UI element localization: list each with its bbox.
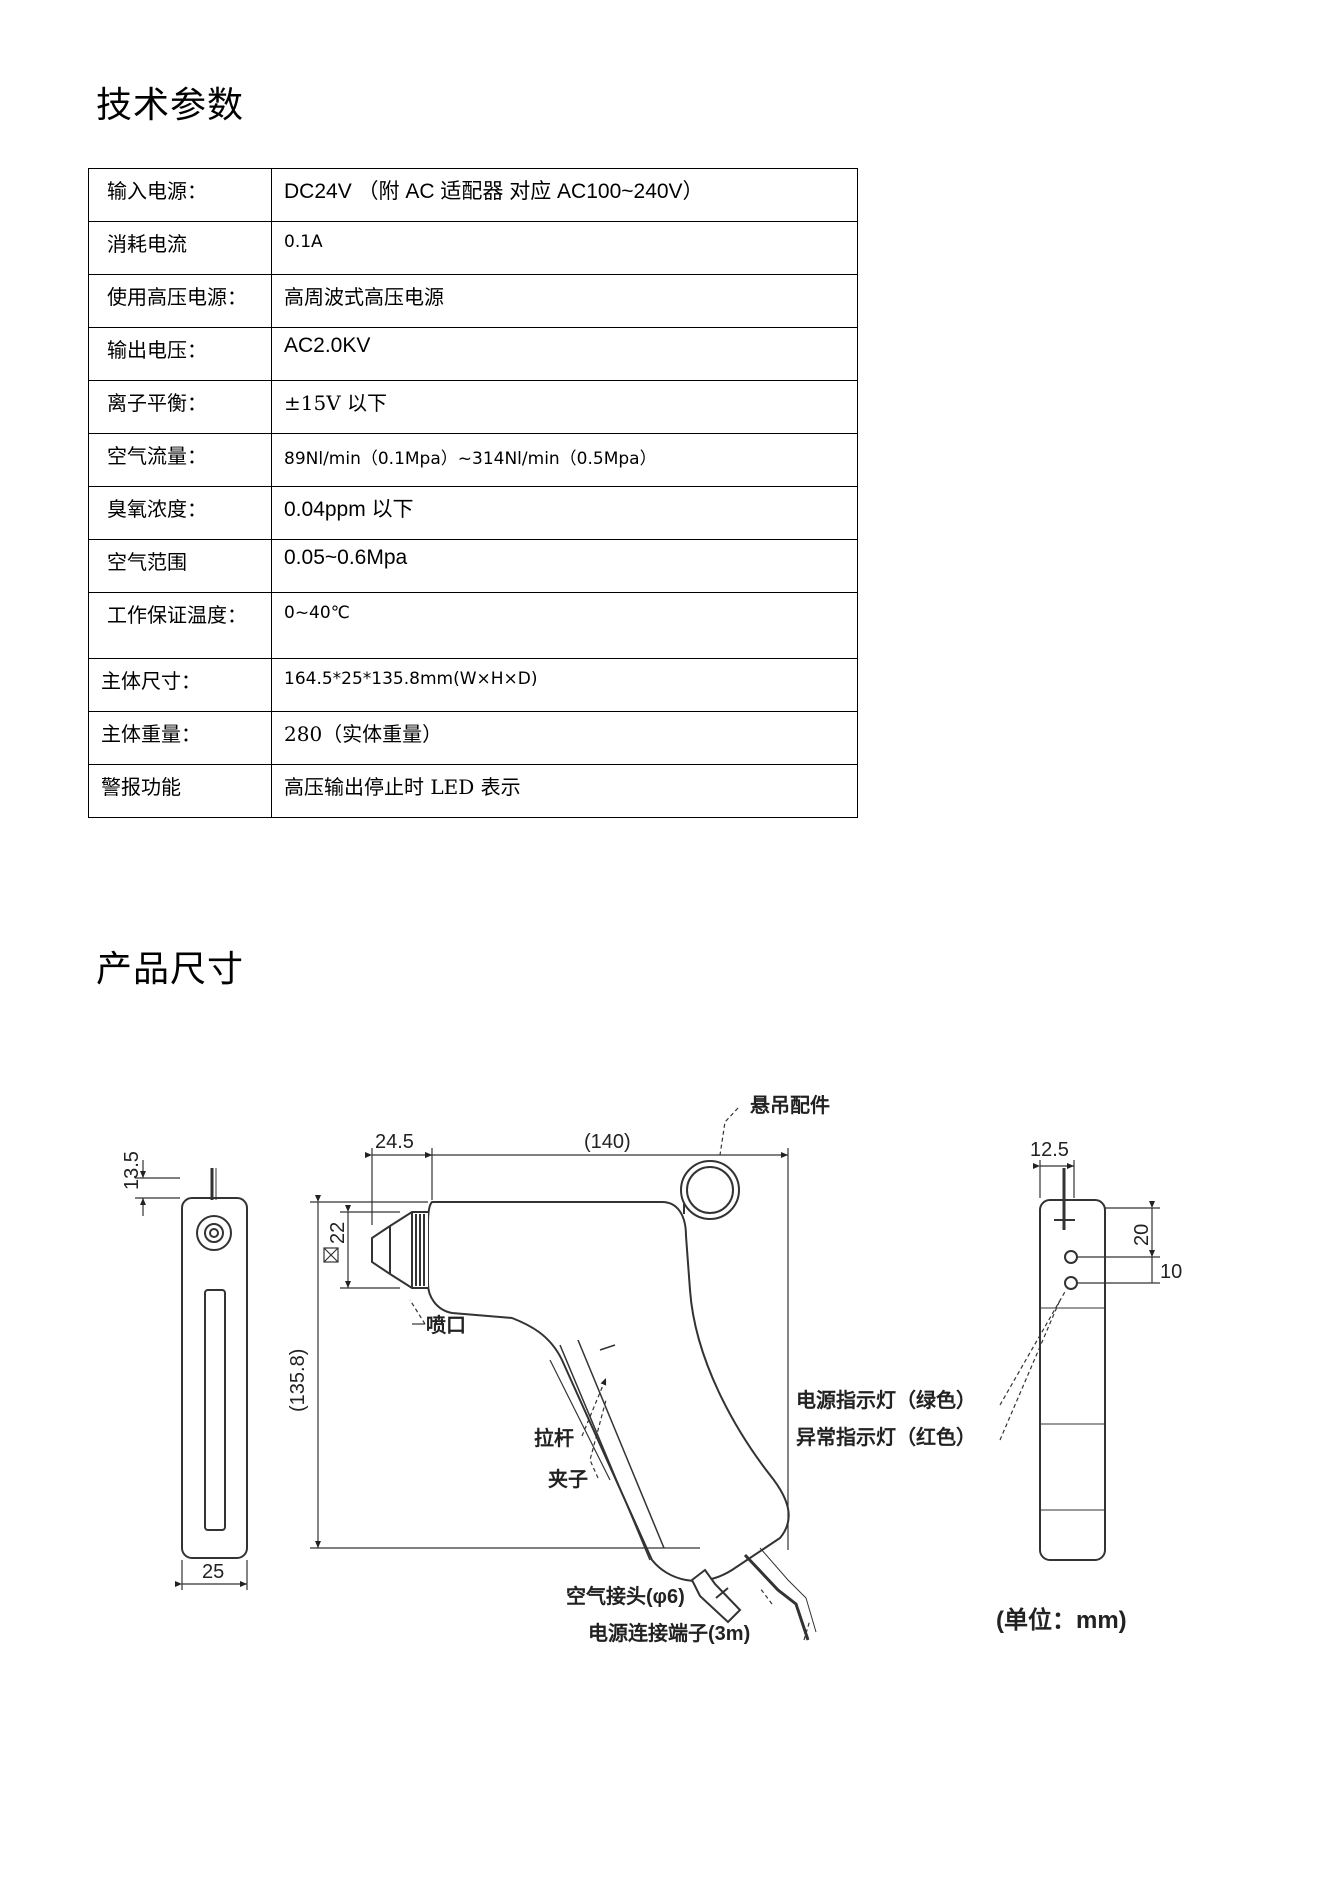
table-row: 消耗电流 0.1A	[88, 221, 858, 275]
dim-left-top: 13.5	[121, 1151, 143, 1190]
spec-value: 280（实体重量）	[271, 711, 858, 765]
unit-label: (单位：mm)	[996, 1606, 1127, 1634]
spec-label: 消耗电流	[88, 221, 272, 275]
dim-nozzle-length: 24.5	[375, 1131, 414, 1153]
spec-value: 164.5*25*135.8mm(W×H×D)	[271, 658, 858, 712]
section-title-spec: 技术参数	[96, 85, 245, 126]
spec-value: 0.1A	[271, 221, 858, 275]
table-row: 输出电压： AC2.0KV	[88, 327, 858, 381]
spec-value: 0~40℃	[271, 592, 858, 659]
callout-hanger: 悬吊配件	[750, 1093, 830, 1117]
callout-clip: 夹子	[548, 1468, 588, 1491]
spec-value: ±15V 以下	[271, 380, 858, 434]
spec-label: 使用高压电源：	[88, 274, 272, 328]
callout-air-joint: 空气接头(φ6)	[566, 1584, 685, 1608]
table-row: 主体重量： 280（实体重量）	[88, 711, 858, 765]
callout-nozzle: 喷口	[426, 1314, 466, 1337]
section-title-dimensions: 产品尺寸	[96, 949, 245, 990]
table-row: 主体尺寸： 164.5*25*135.8mm(W×H×D)	[88, 658, 858, 712]
spec-value: AC2.0KV	[271, 327, 858, 381]
dimension-drawing: 13.5 25 24.5 (140) 22 (135.8) 12.5 20 10…	[121, 1093, 1182, 1645]
right-side-view	[1039, 1168, 1106, 1561]
table-row: 输入电源： DC24V （附 AC 适配器 对应 AC100~240V）	[88, 168, 858, 222]
table-row: 空气范围 0.05~0.6Mpa	[88, 539, 858, 593]
spec-label: 臭氧浓度：	[88, 486, 272, 540]
spec-value: 高周波式高压电源	[271, 274, 858, 328]
spec-label: 输出电压：	[88, 327, 272, 381]
table-row: 工作保证温度： 0~40℃	[88, 592, 858, 659]
table-row: 使用高压电源： 高周波式高压电源	[88, 274, 858, 328]
callout-power-cable: 电源连接端子(3m)	[588, 1621, 750, 1645]
table-row: 臭氧浓度： 0.04ppm 以下	[88, 486, 858, 540]
spec-label: 警报功能	[88, 764, 272, 818]
callout-lever: 拉杆	[534, 1426, 574, 1450]
dim-right-b: 10	[1160, 1261, 1182, 1283]
spec-label: 空气范围	[88, 539, 272, 593]
dim-right-a: 20	[1131, 1224, 1153, 1246]
table-row: 空气流量： 89Nl/min（0.1Mpa）~314Nl/min（0.5Mpa）	[88, 433, 858, 487]
callout-power-led: 电源指示灯（绿色）	[796, 1388, 976, 1412]
spec-label: 输入电源：	[88, 168, 272, 222]
table-row: 离子平衡： ±15V 以下	[88, 380, 858, 434]
spec-value: 0.04ppm 以下	[271, 486, 858, 540]
spec-label: 离子平衡：	[88, 380, 272, 434]
spec-value: 高压输出停止时 LED 表示	[271, 764, 858, 818]
spec-label: 主体重量：	[88, 711, 272, 765]
spec-label: 工作保证温度：	[88, 592, 272, 659]
spec-value: 89Nl/min（0.1Mpa）~314Nl/min（0.5Mpa）	[271, 433, 858, 487]
dim-left-width: 25	[202, 1561, 224, 1583]
callout-alarm-led: 异常指示灯（红色）	[796, 1425, 976, 1449]
spec-label: 主体尺寸：	[88, 658, 272, 712]
spec-label: 空气流量：	[88, 433, 272, 487]
dim-nozzle-diameter: 22	[327, 1222, 349, 1244]
table-row: 警报功能 高压输出停止时 LED 表示	[88, 764, 858, 818]
spec-value: 0.05~0.6Mpa	[271, 539, 858, 593]
spec-value: DC24V （附 AC 适配器 对应 AC100~240V）	[271, 168, 858, 222]
spec-table: 输入电源： DC24V （附 AC 适配器 对应 AC100~240V） 消耗电…	[88, 168, 858, 818]
dim-height: (135.8)	[287, 1349, 309, 1412]
gun-body-view	[371, 1160, 817, 1641]
left-side-view	[181, 1168, 248, 1559]
dim-right-width: 12.5	[1030, 1139, 1069, 1161]
dim-body-length: (140)	[584, 1131, 631, 1153]
